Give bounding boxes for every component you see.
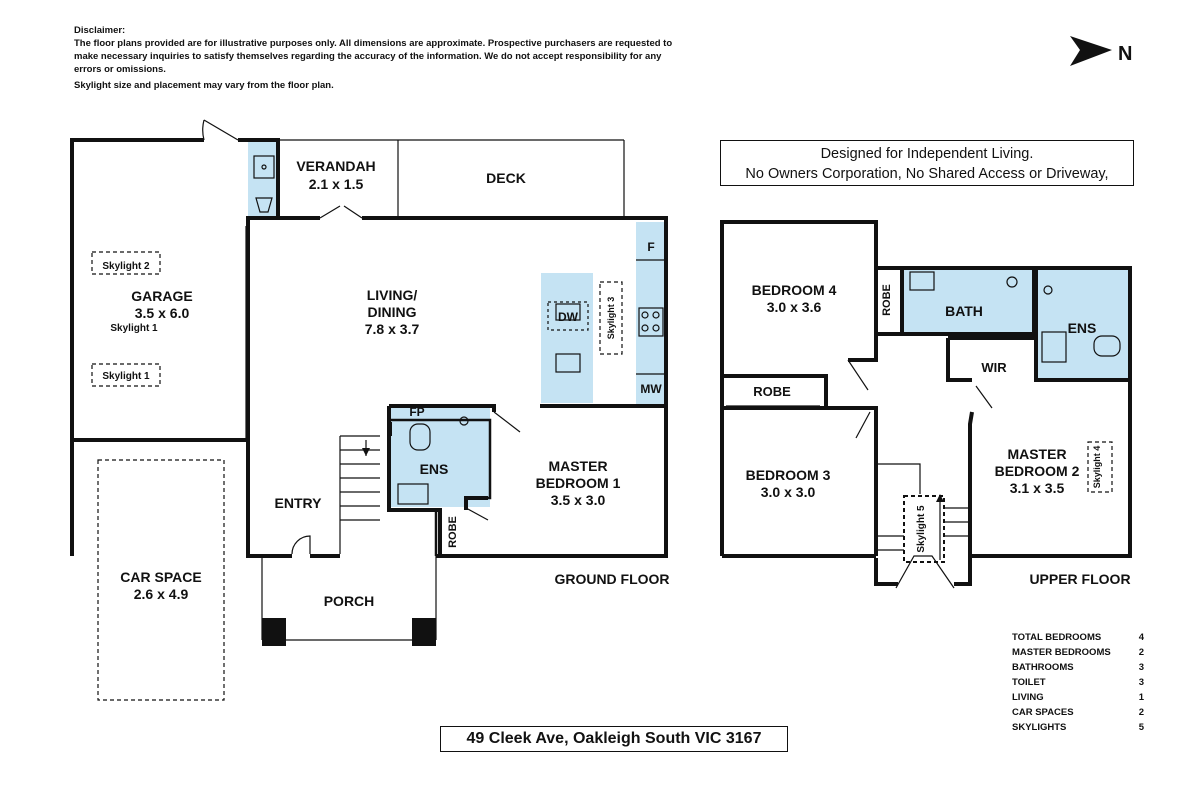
- deck-label: DECK: [486, 170, 526, 186]
- fixtures-ground: [91, 119, 666, 701]
- robe-upper-a-label: ROBE: [881, 284, 893, 316]
- garage-skylight-mid: Skylight 1: [110, 323, 158, 334]
- summary-value: 3: [1138, 662, 1144, 673]
- summary-value: 3: [1138, 677, 1144, 688]
- summary-label: MASTER BEDROOMS: [1012, 647, 1111, 658]
- bedroom3-label: BEDROOM 3: [746, 467, 831, 483]
- dishwasher-label: DW: [558, 310, 579, 324]
- disclaimer-body: The floor plans provided are for illustr…: [74, 38, 673, 75]
- porch-label: PORCH: [324, 593, 375, 609]
- verandah-label: VERANDAH: [296, 158, 375, 174]
- ground-floor-title: GROUND FLOOR: [554, 571, 669, 587]
- ensuite-upper-label: ENS: [1068, 320, 1097, 336]
- summary-value: 1: [1138, 692, 1144, 703]
- ensuite-ground-label: ENS: [420, 461, 449, 477]
- ensuite-upper: [1036, 268, 1128, 380]
- porch-posts: [262, 618, 436, 646]
- summary-row: MASTER BEDROOMS 2: [1012, 645, 1144, 660]
- summary-label: TOTAL BEDROOMS: [1012, 632, 1102, 643]
- summary-label: SKYLIGHTS: [1012, 722, 1067, 733]
- garage-label: GARAGE: [131, 288, 192, 304]
- summary-row: TOILET 3: [1012, 675, 1144, 690]
- garage-dims: 3.5 x 6.0: [135, 305, 190, 321]
- laundry-area: [248, 142, 278, 218]
- garage-skylight-top: Skylight 2: [102, 261, 150, 272]
- summary-value: 2: [1138, 647, 1144, 658]
- summary-value: 4: [1138, 632, 1144, 643]
- summary-table: TOTAL BEDROOMS 4 MASTER BEDROOMS 2 BATHROO…: [1012, 630, 1144, 735]
- microwave-label: MW: [640, 382, 662, 396]
- summary-label: TOILET: [1012, 677, 1046, 688]
- skylight4-label: Skylight 4: [1092, 446, 1102, 489]
- upper-stair-arrow-icon: [936, 494, 944, 502]
- living-label: LIVING/: [367, 287, 418, 303]
- entry-label: ENTRY: [275, 495, 323, 511]
- bedroom3-dims: 3.0 x 3.0: [761, 484, 816, 500]
- north-arrow-icon: [1070, 36, 1112, 66]
- master2-dims: 3.1 x 3.5: [1010, 480, 1065, 496]
- master1-dims: 3.5 x 3.0: [551, 492, 606, 508]
- walls-upper: [720, 220, 1132, 586]
- verandah-dims: 2.1 x 1.5: [309, 176, 364, 192]
- master1-label: MASTER: [548, 458, 607, 474]
- garage-skylight-bottom: Skylight 1: [102, 371, 150, 382]
- car-space-dims: 2.6 x 4.9: [134, 586, 189, 602]
- banner-line-2: No Owners Corporation, No Shared Access …: [745, 166, 1109, 182]
- summary-row: TOTAL BEDROOMS 4: [1012, 630, 1144, 645]
- master2-label: MASTER: [1007, 446, 1066, 462]
- wir-label: WIR: [981, 360, 1007, 375]
- stair-arrow-icon: [362, 448, 370, 456]
- summary-row: CAR SPACES 2: [1012, 705, 1144, 720]
- living-dims: 7.8 x 3.7: [365, 321, 420, 337]
- skylight5-label: Skylight 5: [916, 505, 927, 553]
- ensuite-ground: [390, 407, 490, 507]
- property-address: 49 Cleek Ave, Oakleigh South VIC 3167: [440, 726, 788, 752]
- car-space-label: CAR SPACE: [120, 569, 201, 585]
- bath-area: [904, 268, 1032, 334]
- upper-floor-title: UPPER FLOOR: [1029, 571, 1130, 587]
- summary-label: CAR SPACES: [1012, 707, 1074, 718]
- bedroom4-dims: 3.0 x 3.6: [767, 299, 822, 315]
- robe-upper-b-label: ROBE: [753, 384, 791, 399]
- fireplace-label: FP: [409, 405, 424, 419]
- partitions-ground: [389, 418, 492, 556]
- disclaimer-heading: Disclaimer:: [74, 25, 126, 36]
- bath-label: BATH: [945, 303, 983, 319]
- north-label: N: [1118, 43, 1132, 65]
- disclaimer: Disclaimer: The floor plans provided are…: [74, 24, 674, 92]
- skylight-note: Skylight size and placement may vary fro…: [74, 80, 334, 91]
- summary-row: LIVING 1: [1012, 690, 1144, 705]
- summary-row: BATHROOMS 3: [1012, 660, 1144, 675]
- robe-ground-label: ROBE: [447, 516, 459, 548]
- walls-ground: [70, 138, 668, 558]
- summary-value: 5: [1138, 722, 1144, 733]
- fridge-label: F: [647, 240, 654, 254]
- master1-label-2: BEDROOM 1: [536, 475, 621, 491]
- bedroom4-label: BEDROOM 4: [752, 282, 837, 298]
- banner-line-1: Designed for Independent Living.: [820, 146, 1034, 162]
- feature-banner: Designed for Independent Living. No Owne…: [720, 140, 1134, 186]
- kitchen-island: [541, 273, 593, 403]
- summary-label: LIVING: [1012, 692, 1044, 703]
- master2-label-2: BEDROOM 2: [995, 463, 1080, 479]
- summary-value: 2: [1138, 707, 1144, 718]
- summary-label: BATHROOMS: [1012, 662, 1074, 673]
- summary-row: SKYLIGHTS 5: [1012, 720, 1144, 735]
- dining-label: DINING: [368, 304, 417, 320]
- kitchen-skylight-label: Skylight 3: [606, 297, 616, 340]
